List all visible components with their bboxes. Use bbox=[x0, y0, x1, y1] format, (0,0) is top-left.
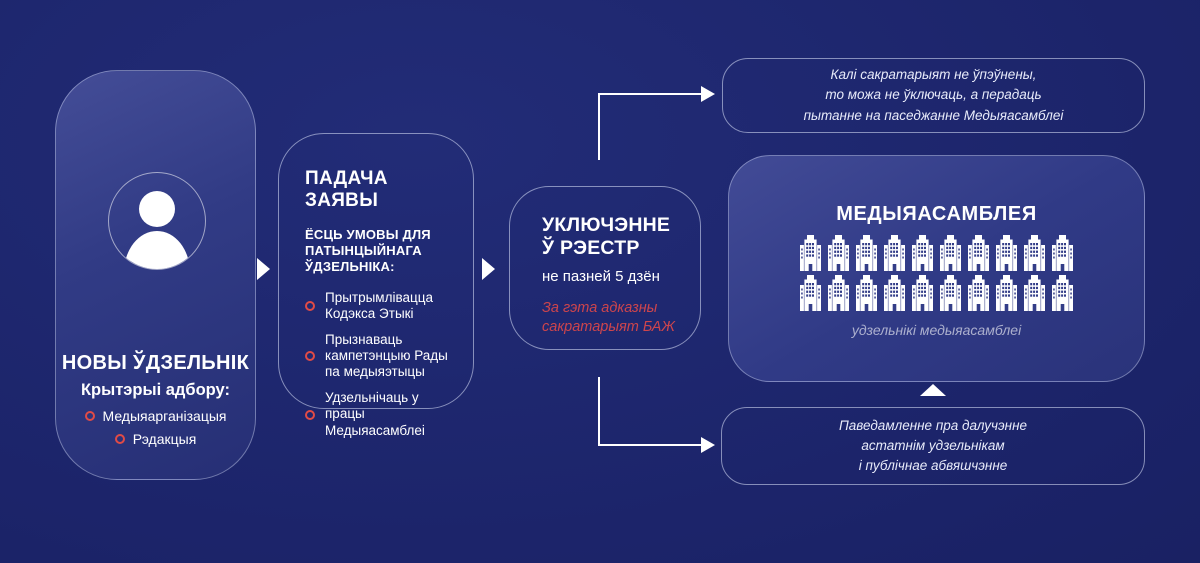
note-line: Калі сакратарыят не ўпэўнены, bbox=[830, 67, 1037, 83]
red-bullet-icon bbox=[114, 434, 125, 444]
note-line: астатнім удзельнікам bbox=[861, 437, 1005, 453]
connector-top-vertical bbox=[598, 94, 600, 160]
register-responsible-line: сакратарыят БАЖ bbox=[542, 318, 675, 335]
building-icon bbox=[800, 275, 821, 311]
red-bullet-icon bbox=[305, 301, 315, 312]
red-bullet-icon bbox=[305, 351, 315, 362]
building-row bbox=[800, 275, 1073, 311]
new-member-title: НОВЫ ЎДЗЕЛЬНІК bbox=[61, 352, 250, 374]
arrow-right-icon bbox=[701, 437, 715, 453]
person-body-shape bbox=[124, 231, 190, 269]
building-icon bbox=[968, 235, 989, 271]
arrow-right-icon bbox=[257, 258, 270, 280]
assembly-caption: удзельнікі медыяасамблеі bbox=[851, 322, 1022, 338]
building-icon bbox=[1024, 275, 1045, 311]
building-icon bbox=[884, 235, 905, 271]
application-subtitle: ЁСЦЬ УМОВЫ ДЛЯ ПАТЫНЦЫЙНАГА ЎДЗЕЛЬНІКА: bbox=[305, 227, 431, 274]
red-bullet-icon bbox=[305, 409, 315, 420]
condition-label: Прытрымлівацца Кодэкса Этыкі bbox=[325, 289, 433, 322]
register-title: УКЛЮЧЭННЕ Ў РЭЕСТР bbox=[542, 214, 690, 260]
connector-top-horizontal bbox=[598, 93, 701, 95]
condition-item: Прытрымлівацца Кодэкса Этыкі bbox=[305, 290, 453, 323]
criteria-label: Рэдакцыя bbox=[132, 431, 197, 447]
register-responsible-line: За гэта адказны bbox=[542, 300, 658, 316]
connector-bottom-vertical bbox=[598, 377, 600, 445]
register-title-line: Ў РЭЕСТР bbox=[542, 237, 640, 259]
secretariat-note-box: Калі сакратарыят не ўпэўнены, то можа не… bbox=[722, 58, 1145, 133]
person-head-shape bbox=[139, 191, 175, 227]
notification-note-box: Паведамленне пра далучэнне астатнім удзе… bbox=[721, 407, 1145, 485]
building-icon bbox=[856, 275, 877, 311]
note-line: пытанне на паседжанне Медыяасамблеі bbox=[803, 107, 1064, 123]
building-icon bbox=[1052, 275, 1073, 311]
building-row bbox=[800, 235, 1073, 271]
criteria-label: Медыяарганізацыя bbox=[102, 408, 227, 424]
application-panel: ПАДАЧА ЗАЯВЫ ЁСЦЬ УМОВЫ ДЛЯ ПАТЫНЦЫЙНАГА… bbox=[278, 133, 474, 438]
application-title: ПАДАЧА ЗАЯВЫ bbox=[305, 168, 388, 211]
note-line: Паведамленне пра далучэнне bbox=[838, 417, 1028, 433]
building-icon bbox=[996, 275, 1017, 311]
note-line: то можа не ўключаць, а перадаць bbox=[825, 87, 1042, 103]
arrow-right-icon bbox=[701, 86, 715, 102]
new-member-subtitle: Крытэрыі адбору: bbox=[80, 381, 230, 399]
arrow-up-icon bbox=[920, 384, 946, 396]
assembly-title: МЕДЫЯАСАМБЛЕЯ bbox=[836, 203, 1037, 225]
building-icon bbox=[996, 235, 1017, 271]
register-responsible: За гэта адказны сакратарыят БАЖ bbox=[542, 299, 690, 336]
building-icon bbox=[968, 275, 989, 311]
red-bullet-icon bbox=[84, 411, 95, 421]
building-icon bbox=[828, 275, 849, 311]
assembly-panel: МЕДЫЯАСАМБЛЕЯ удзельнікі медыяасамблеі bbox=[728, 155, 1145, 382]
building-icon bbox=[1024, 235, 1045, 271]
condition-item: Прызнаваць кампетэнцыю Рады па медыяэтыц… bbox=[305, 332, 453, 381]
building-icon bbox=[856, 235, 877, 271]
person-icon bbox=[108, 172, 206, 270]
new-member-panel: НОВЫ ЎДЗЕЛЬНІК Крытэрыі адбору: Медыяарг… bbox=[55, 70, 256, 480]
building-icon bbox=[912, 235, 933, 271]
condition-label: Удзельнічаць у працы Медыяасамблеі bbox=[325, 389, 425, 438]
note-line: і публічнае абвяшчэнне bbox=[858, 458, 1008, 474]
building-icon bbox=[828, 235, 849, 271]
building-icon bbox=[800, 235, 821, 271]
register-panel: УКЛЮЧЭННЕ Ў РЭЕСТР не пазней 5 дзён За г… bbox=[509, 186, 701, 350]
register-title-line: УКЛЮЧЭННЕ bbox=[542, 214, 671, 236]
building-icon bbox=[940, 275, 961, 311]
connector-bottom-horizontal bbox=[598, 444, 701, 446]
criteria-item: Медыяарганізацыя bbox=[56, 408, 255, 424]
building-icon bbox=[1052, 235, 1073, 271]
register-deadline: не пазней 5 дзён bbox=[542, 268, 660, 285]
arrow-right-icon bbox=[482, 258, 495, 280]
assembly-building-grid bbox=[729, 235, 1144, 311]
condition-item: Удзельнічаць у працы Медыяасамблеі bbox=[305, 390, 453, 439]
building-icon bbox=[884, 275, 905, 311]
criteria-item: Рэдакцыя bbox=[56, 431, 255, 447]
building-icon bbox=[940, 235, 961, 271]
condition-label: Прызнаваць кампетэнцыю Рады па медыяэтыц… bbox=[325, 331, 448, 380]
building-icon bbox=[912, 275, 933, 311]
